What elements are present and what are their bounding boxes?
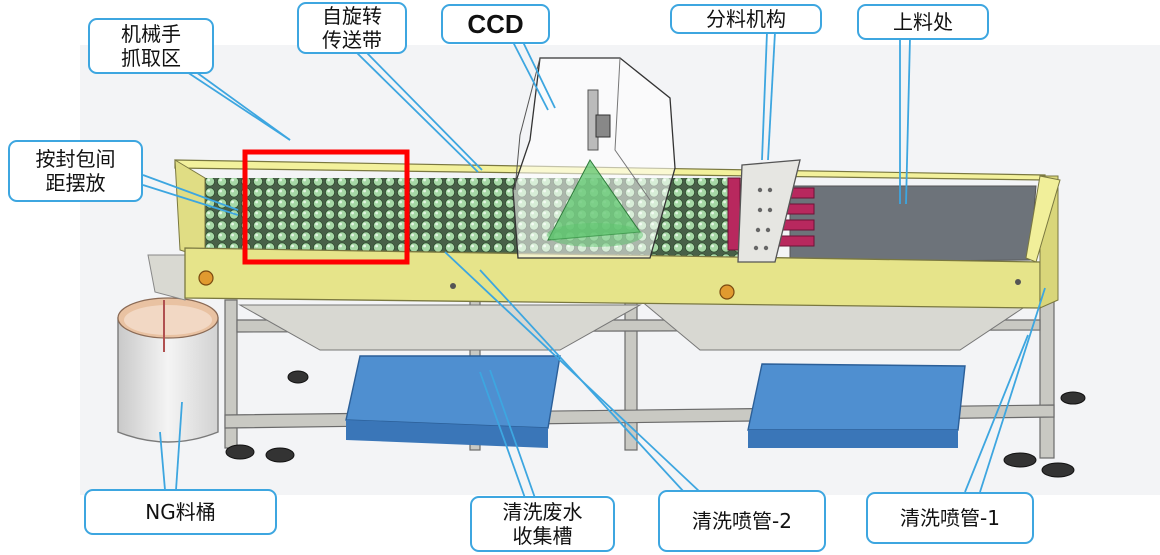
label-spray-pipe-1: 清洗喷管-1: [866, 492, 1034, 544]
collection-hopper-left: [238, 304, 642, 351]
label-ng-bin: NG料桶: [84, 489, 277, 535]
label-package-spacing-placement: 按封包间 距摆放: [8, 140, 143, 202]
label-wastewater-tank-line1: 清洗废水: [502, 500, 583, 524]
label-wastewater-tank-line2: 收集槽: [512, 524, 573, 548]
label-self-rotating-conveyor: 自旋转 传送带: [297, 2, 407, 54]
label-ccd-text: CCD: [467, 9, 524, 39]
ng-bin: [117, 297, 219, 443]
label-self-rotating-conveyor-line1: 自旋转: [322, 4, 382, 28]
leader-lines: [142, 31, 1046, 499]
ng-chute: [147, 254, 186, 301]
distribution-mechanism: [727, 159, 815, 263]
label-gripper-pick-zone: 机械手 抓取区: [88, 18, 214, 74]
label-package-spacing-placement-line2: 距摆放: [45, 171, 106, 195]
label-ng-bin-text: NG料桶: [145, 500, 216, 524]
label-loading-station-text: 上料处: [893, 10, 953, 34]
wastewater-tank-right: [747, 363, 966, 448]
gripper-pick-zone-highlight: [242, 149, 410, 265]
label-package-spacing-placement-line1: 按封包间: [35, 147, 116, 171]
label-self-rotating-conveyor-line2: 传送带: [322, 28, 382, 52]
label-spray-pipe-1-text: 清洗喷管-1: [900, 506, 1000, 530]
label-spray-pipe-2-text: 清洗喷管-2: [692, 509, 792, 533]
label-ccd: CCD: [441, 4, 550, 44]
ccd-housing: [512, 57, 676, 259]
label-loading-station: 上料处: [857, 4, 989, 40]
wastewater-tank-left: [345, 355, 561, 448]
label-distribution-mechanism: 分料机构: [670, 4, 822, 34]
casters: [225, 370, 1086, 478]
loading-area: [789, 185, 1037, 263]
label-gripper-pick-zone-line2: 抓取区: [121, 46, 181, 70]
label-spray-pipe-2: 清洗喷管-2: [658, 490, 826, 552]
label-gripper-pick-zone-line1: 机械手: [121, 22, 181, 46]
label-wastewater-tank: 清洗废水 收集槽: [470, 496, 615, 552]
label-distribution-mechanism-text: 分料机构: [706, 7, 786, 31]
